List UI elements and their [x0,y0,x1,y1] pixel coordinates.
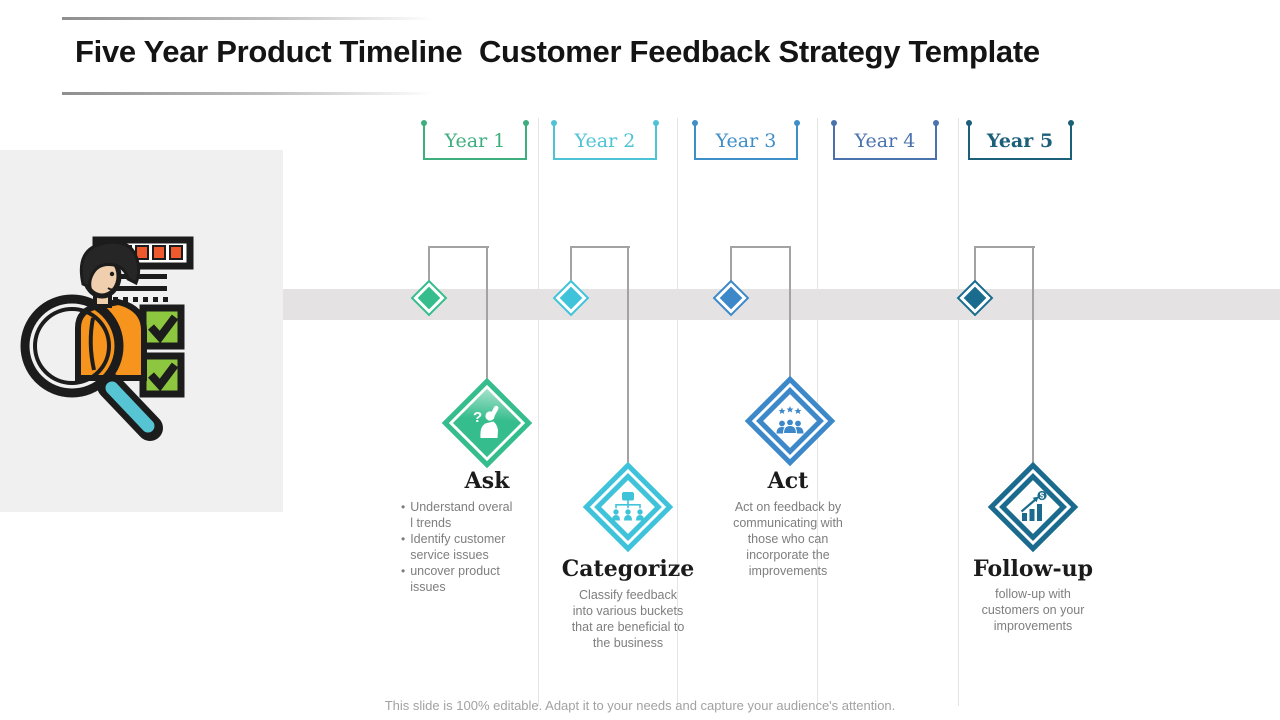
column-separator [958,118,959,706]
bullet-text: uncover product issues [410,564,500,594]
bracket-dot [966,120,972,126]
bullet-marker: • [401,500,406,514]
bullet-marker: • [401,564,406,578]
timeline-marker-ask [409,278,449,318]
connector-down [627,246,629,464]
connector-up [428,246,430,282]
milestone-description-ask: • Understand overal l trends • Identify … [401,499,535,595]
bracket-dot [523,120,529,126]
person-question-icon: ? [473,405,499,438]
milestone-diamond-ask: ? [441,377,533,469]
bullet-item: • Identify customer service issues [401,531,535,563]
year-label-2: Year 2 [551,120,659,160]
connector-down [1032,246,1034,464]
year-label-text: Year 4 [854,130,916,152]
timeline-band [283,289,1280,320]
year-label-5: Year 5 [966,120,1074,160]
customer-survey-magnifier-illustration [20,236,194,441]
milestone-diamond-categorize [582,461,674,553]
connector-horizontal [570,246,630,248]
milestone-title-categorize: Categorize [561,556,695,582]
timeline-marker-act [711,278,751,318]
column-separator [677,118,678,706]
bracket-dot [794,120,800,126]
timeline-marker-categorize [551,278,591,318]
year-label-text: Year 1 [444,130,506,152]
milestone-description-categorize: Classify feedback into various buckets t… [571,588,685,650]
bullet-text: Understand overal l trends [410,500,513,530]
milestone-diamond-follow-up: $ [987,461,1079,553]
magnifier-person-icon [20,240,163,441]
connector-up [974,246,976,282]
org-chart-icon [612,492,644,521]
bullet-item: • Understand overal l trends [401,499,535,531]
title-underline [62,92,434,95]
year-label-1: Year 1 [421,120,529,160]
page-title: Five Year Product Timeline Customer Feed… [75,34,1040,69]
connector-down [486,246,488,380]
illustration-panel [0,150,283,512]
bracket-dot [1068,120,1074,126]
timeline-marker-follow-up [955,278,995,318]
year-label-text: Year 2 [574,130,636,152]
year-label-3: Year 3 [692,120,800,160]
bullet-item: • uncover product issues [401,563,535,595]
svg-text:?: ? [473,409,482,426]
connector-up [570,246,572,282]
footer-note: This slide is 100% editable. Adapt it to… [384,698,896,713]
bracket-dot [653,120,659,126]
connector-horizontal [730,246,791,248]
bracket-dot [933,120,939,126]
svg-text:$: $ [1040,492,1045,501]
bracket-dot [831,120,837,126]
milestone-title-follow-up: Follow-up [973,556,1093,582]
team-stars-icon [776,406,804,434]
year-label-4: Year 4 [831,120,939,160]
milestone-title-act: Act [767,468,809,494]
milestone-title-ask: Ask [464,468,510,494]
bracket-dot [551,120,557,126]
bracket-dot [692,120,698,126]
connector-down [789,246,791,377]
connector-horizontal [974,246,1035,248]
bracket-dot [421,120,427,126]
bullet-text: Identify customer service issues [410,532,506,562]
title-overline [62,17,434,20]
growth-chart-coin-icon: $ [1020,490,1047,521]
connector-horizontal [428,246,489,248]
milestone-diamond-act [744,375,836,467]
year-label-text: Year 5 [986,130,1054,152]
connector-up [730,246,732,282]
column-separator [538,118,539,706]
bullet-marker: • [401,532,406,546]
year-label-text: Year 3 [715,130,777,152]
milestone-description-act: Act on feedback by communicating with th… [733,500,843,578]
milestone-description-follow-up: follow-up with customers on your improve… [981,587,1085,633]
